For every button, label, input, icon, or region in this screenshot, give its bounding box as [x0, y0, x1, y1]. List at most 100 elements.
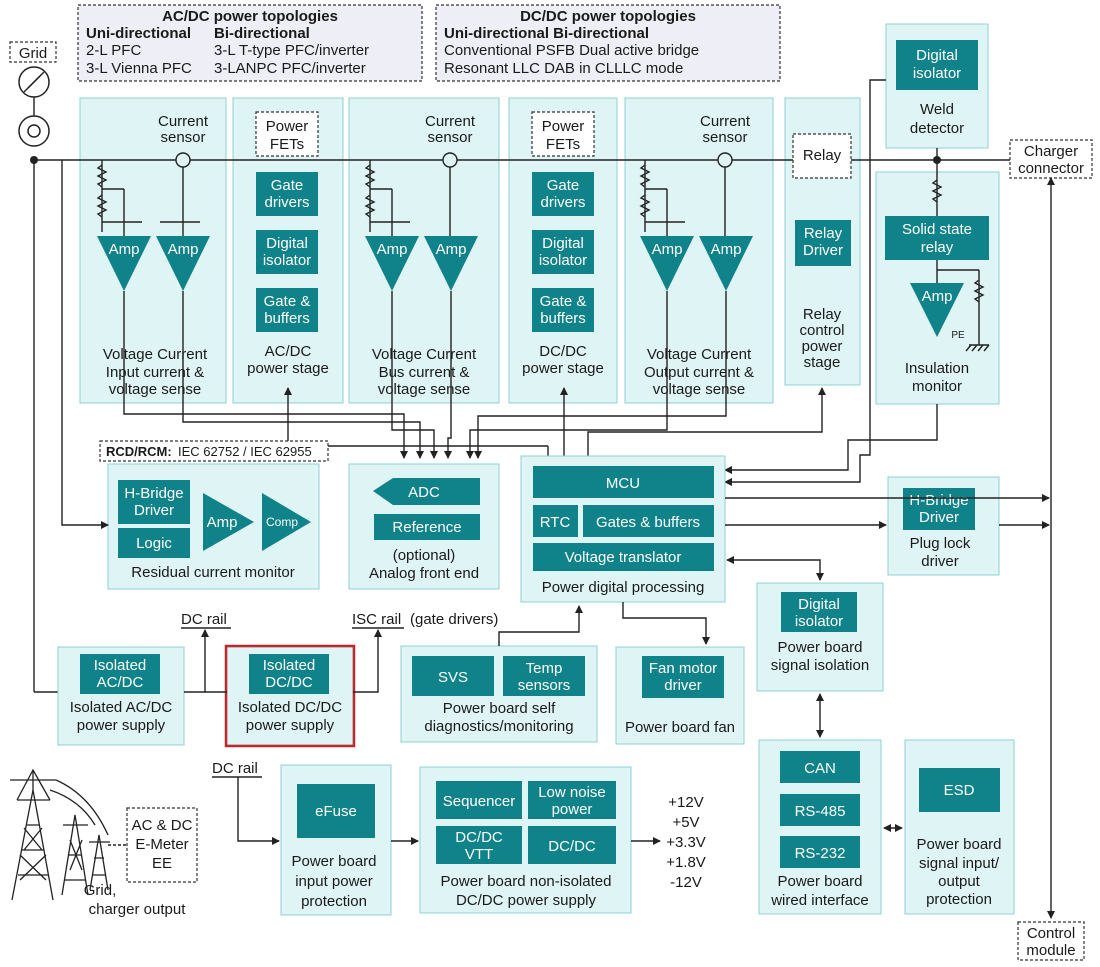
svg-text:voltage sense: voltage sense: [378, 381, 471, 398]
input-sense-circuit: Amp Amp Voltage Current Input current & …: [96, 160, 210, 398]
hbridge-driver-chip: [118, 480, 190, 524]
svg-text:AC/DC power topologies: AC/DC power topologies: [162, 8, 338, 25]
svg-text:isolator: isolator: [539, 252, 587, 269]
svg-text:Gates & buffers: Gates & buffers: [596, 514, 700, 531]
svg-text:DC/DC: DC/DC: [265, 674, 313, 691]
digital-isolator-chip: [532, 230, 594, 274]
svg-text:wired interface: wired interface: [770, 892, 869, 909]
svg-text:+1.8V: +1.8V: [666, 854, 706, 871]
gate-drivers-chip: [256, 172, 318, 216]
svg-text:(optional): (optional): [393, 547, 456, 564]
svg-text:MCU: MCU: [606, 475, 640, 492]
temp-sensors-chip: [503, 656, 585, 696]
svg-text:Grid: Grid: [19, 45, 47, 62]
svg-text:3-L Vienna PFC: 3-L Vienna PFC: [86, 60, 192, 77]
gate-drivers-chip: [532, 172, 594, 216]
svg-text:Current: Current: [425, 113, 476, 130]
svg-text:Weld: Weld: [920, 101, 954, 118]
amp-icon: [156, 236, 210, 291]
hbridge-driver-chip: [903, 488, 975, 530]
svg-text:PE: PE: [951, 330, 965, 341]
digital-isolator-chip: [781, 592, 857, 632]
svg-text:Power board: Power board: [291, 853, 376, 870]
svg-text:Charger: Charger: [1024, 143, 1078, 160]
meter-icon: [18, 115, 50, 147]
svg-text:output: output: [938, 873, 981, 890]
svg-text:Isolated AC/DC: Isolated AC/DC: [70, 699, 173, 716]
svg-text:Voltage translator: Voltage translator: [565, 549, 682, 566]
gate-buffers-chip: [256, 288, 318, 332]
svg-text:buffers: buffers: [540, 310, 586, 327]
svg-text:H-Bridge: H-Bridge: [124, 485, 183, 502]
svg-text:power supply: power supply: [246, 717, 335, 734]
gate-buffers-chip: [532, 288, 594, 332]
svs-chip: [412, 656, 494, 696]
svg-text:Power board self: Power board self: [443, 700, 556, 717]
can-chip: [780, 751, 860, 783]
svg-text:Digital: Digital: [266, 235, 308, 252]
svg-text:Sequencer: Sequencer: [443, 793, 516, 810]
svg-text:Isolated: Isolated: [94, 657, 147, 674]
svg-text:Relay: Relay: [804, 225, 843, 242]
svg-text:FETs: FETs: [270, 136, 304, 153]
svg-text:Insulation: Insulation: [905, 360, 969, 377]
current-sensor-bus: Current sensor: [425, 113, 476, 168]
svg-text:Isolated: Isolated: [263, 657, 316, 674]
isolated-dcdc-chip: [249, 654, 329, 694]
comp-icon: [262, 493, 311, 551]
dc-rail-label-2: DC rail: [212, 760, 258, 777]
svg-text:power: power: [802, 338, 843, 355]
svg-text:driver: driver: [921, 553, 959, 570]
svg-text:drivers: drivers: [264, 194, 309, 211]
svg-text:protection: protection: [301, 893, 367, 910]
svg-text:Relay: Relay: [803, 306, 842, 323]
svg-text:DC/DC: DC/DC: [539, 343, 587, 360]
adc-chip: [373, 478, 480, 505]
signal-isolation: Digital isolator Power board signal isol…: [771, 592, 869, 674]
efuse-chip: [297, 784, 375, 838]
emeter-box: AC & DC E-Meter EE: [108, 807, 198, 883]
svg-text:2-L PFC: 2-L PFC: [86, 42, 141, 59]
svg-text:Amp: Amp: [207, 514, 238, 531]
svg-text:AC/DC: AC/DC: [97, 674, 144, 691]
isolated-acdc-chip: [80, 654, 160, 694]
svg-text:Voltage Current: Voltage Current: [647, 346, 752, 363]
svg-text:sensors: sensors: [518, 677, 571, 694]
svg-text:DC/DC: DC/DC: [455, 829, 503, 846]
svg-text:signal input/: signal input/: [919, 855, 1000, 872]
svg-text:Driver: Driver: [919, 509, 959, 526]
self-diagnostics: SVS Temp sensors Power board self diagno…: [412, 656, 585, 735]
svg-text:isolator: isolator: [263, 252, 311, 269]
svg-text:sensor: sensor: [427, 129, 472, 146]
svg-text:eFuse: eFuse: [315, 803, 357, 820]
svg-text:sensor: sensor: [702, 129, 747, 146]
dcdc-power-stage: Power FETs Gate drivers Digital isolator…: [522, 111, 604, 377]
gates-buffers-chip: [583, 505, 714, 537]
amp-icon: [910, 283, 964, 337]
amp-icon: [203, 493, 254, 551]
dcdc-vtt-chip: [436, 826, 522, 864]
dcdc-chip: [528, 826, 616, 864]
svg-text:Isolated DC/DC: Isolated DC/DC: [238, 699, 342, 716]
power-digital: MCU RTC Gates & buffers Voltage translat…: [533, 466, 714, 596]
signal-protection: ESD Power board signal input/ output pro…: [916, 768, 1002, 908]
svg-text:signal isolation: signal isolation: [771, 657, 869, 674]
svg-text:(gate drivers): (gate drivers): [410, 611, 498, 628]
svg-text:Output current &: Output current &: [644, 364, 754, 381]
svg-text:E-Meter: E-Meter: [135, 836, 188, 853]
svg-text:control: control: [799, 322, 844, 339]
current-sensor-output: Current sensor: [700, 113, 751, 168]
svg-text:power stage: power stage: [247, 360, 329, 377]
svg-text:voltage sense: voltage sense: [653, 381, 746, 398]
svg-text:AC/DC: AC/DC: [265, 343, 312, 360]
svg-text:RS-485: RS-485: [795, 803, 846, 820]
svg-text:H-Bridge: H-Bridge: [909, 492, 968, 509]
reference-chip: [374, 514, 480, 540]
svg-text:Bus current &: Bus current &: [379, 364, 470, 381]
svg-text:Temp: Temp: [526, 660, 563, 677]
svg-text:power stage: power stage: [522, 360, 604, 377]
rcd-label: RCD/RCM: IEC 62752 / IEC 62955: [99, 440, 329, 462]
svg-text:stage: stage: [804, 354, 841, 371]
svg-text:Conventional PSFB Dual active: Conventional PSFB Dual active bridge: [444, 42, 699, 59]
svg-text:power supply: power supply: [77, 717, 166, 734]
